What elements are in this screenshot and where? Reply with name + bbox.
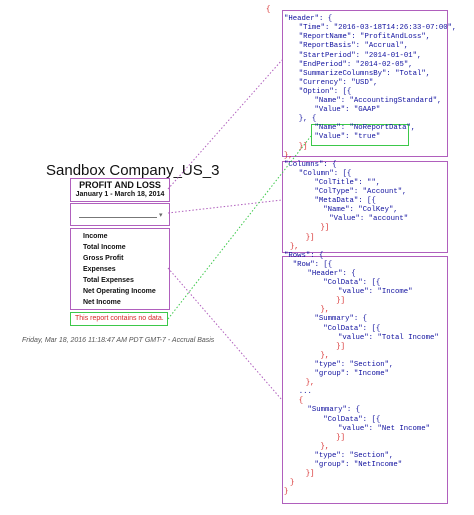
json-line: "Summary": { [290,406,361,415]
json-line: "type": "Section", [297,360,394,369]
json-line: ... [290,388,312,397]
json-line: }, [284,151,293,160]
connector-nodata [167,135,312,320]
json-line: "ColData": [{ [297,279,381,287]
json-line: "SummarizeColumnsBy": "Total", [290,69,431,78]
json-line: "ColData": [{ [297,324,381,333]
row-label: Expenses [83,266,116,273]
json-line: }] [297,470,315,479]
json-line: }] [303,224,330,233]
json-line: "Name": "ColKey", [297,206,398,215]
report-footer: Friday, Mar 18, 2016 11:18:47 AM PDT GMT… [22,337,215,344]
json-line: }] [310,433,346,442]
json-line: "ReportName": "ProfitAndLoss", [290,33,431,42]
json-line: }, { [290,115,317,124]
row-label: Income [83,233,108,240]
json-line: "Name": "NoReportData", [297,124,416,133]
company-name: Sandbox Company_US_3 [46,162,220,179]
json-line: "EndPeriod": "2014-02-05", [290,60,413,69]
columns-box: ▾ [70,203,170,226]
report-date-range: January 1 - March 18, 2014 [75,191,165,198]
report-title: PROFIT AND LOSS [79,180,161,190]
json-line: "ColType": "Account", [297,188,407,196]
json-line: "value": "Net Income" [303,424,430,433]
column-dropdown-icon[interactable]: ▾ [159,212,163,219]
connector-header [167,59,283,190]
json-line: "Header": { [284,15,333,24]
json-line: "Option": [{ [290,87,352,96]
json-line: "type": "Section", [297,451,394,460]
json-line: "ColTitle": "", [297,178,381,187]
json-line: "value": "Total Income" [303,333,439,342]
no-data-box: This report contains no data. [70,312,168,326]
report-header-box: PROFIT AND LOSS January 1 - March 18, 20… [70,178,170,202]
json-line: }, [290,242,299,251]
json-line: "Columns": { [284,160,337,169]
json-line: "value": "Income" [303,288,413,297]
row-label: Total Expenses [83,277,134,284]
json-line: "Value": "true" [297,133,381,142]
json-line: "Name": "AccountingStandard", [297,97,442,105]
rows-box: Income Total Income Gross Profit Expense… [70,228,170,310]
json-rows-box [282,256,448,504]
json-line: "Row": [{ [284,260,333,269]
row-label: Net Operating Income [83,288,156,295]
json-line: "group": "Income" [297,370,389,378]
no-data-message: This report contains no data. [75,315,164,322]
json-line: "Value": "account" [303,215,409,224]
json-line: }, [297,379,315,388]
json-line: "Currency": "USD", [290,78,378,87]
json-line: }] [310,297,346,306]
json-line: }, [303,442,330,451]
connector-columns [167,199,283,214]
json-columns-box [282,161,448,253]
json-line: { [290,397,304,406]
row-label: Gross Profit [83,255,124,262]
json-line: } [290,479,295,488]
json-line: "group": "NetIncome" [297,461,403,469]
json-line: "ReportBasis": "Accrual", [290,42,409,51]
connector-rows [167,267,283,401]
json-line: "Time": "2016-03-18T14:26:33-07:00", [290,24,457,33]
json-line: "Value": "GAAP" [297,106,381,115]
json-line: "MetaData": [{ [297,197,376,206]
row-label: Total Income [83,244,126,251]
json-line: { [266,6,271,14]
json-line: "Summary": { [297,315,368,324]
row-label: Net Income [83,299,121,306]
json-line: }, [303,306,330,315]
json-line: }] [310,342,346,351]
column-header-underline [79,217,157,218]
json-header-box [282,10,448,157]
json-line: "Column": [{ [290,169,352,178]
json-line: "ColData": [{ [297,415,381,424]
json-line: }] [290,142,308,151]
json-noreportdata-highlight [311,124,409,146]
json-line: } [284,488,289,497]
json-line: }] [297,233,315,242]
json-line: "Header": { [290,269,356,278]
json-line: "Rows": { [284,251,324,260]
json-line: }, [303,351,330,360]
json-line: "StartPeriod": "2014-01-01", [290,51,422,60]
